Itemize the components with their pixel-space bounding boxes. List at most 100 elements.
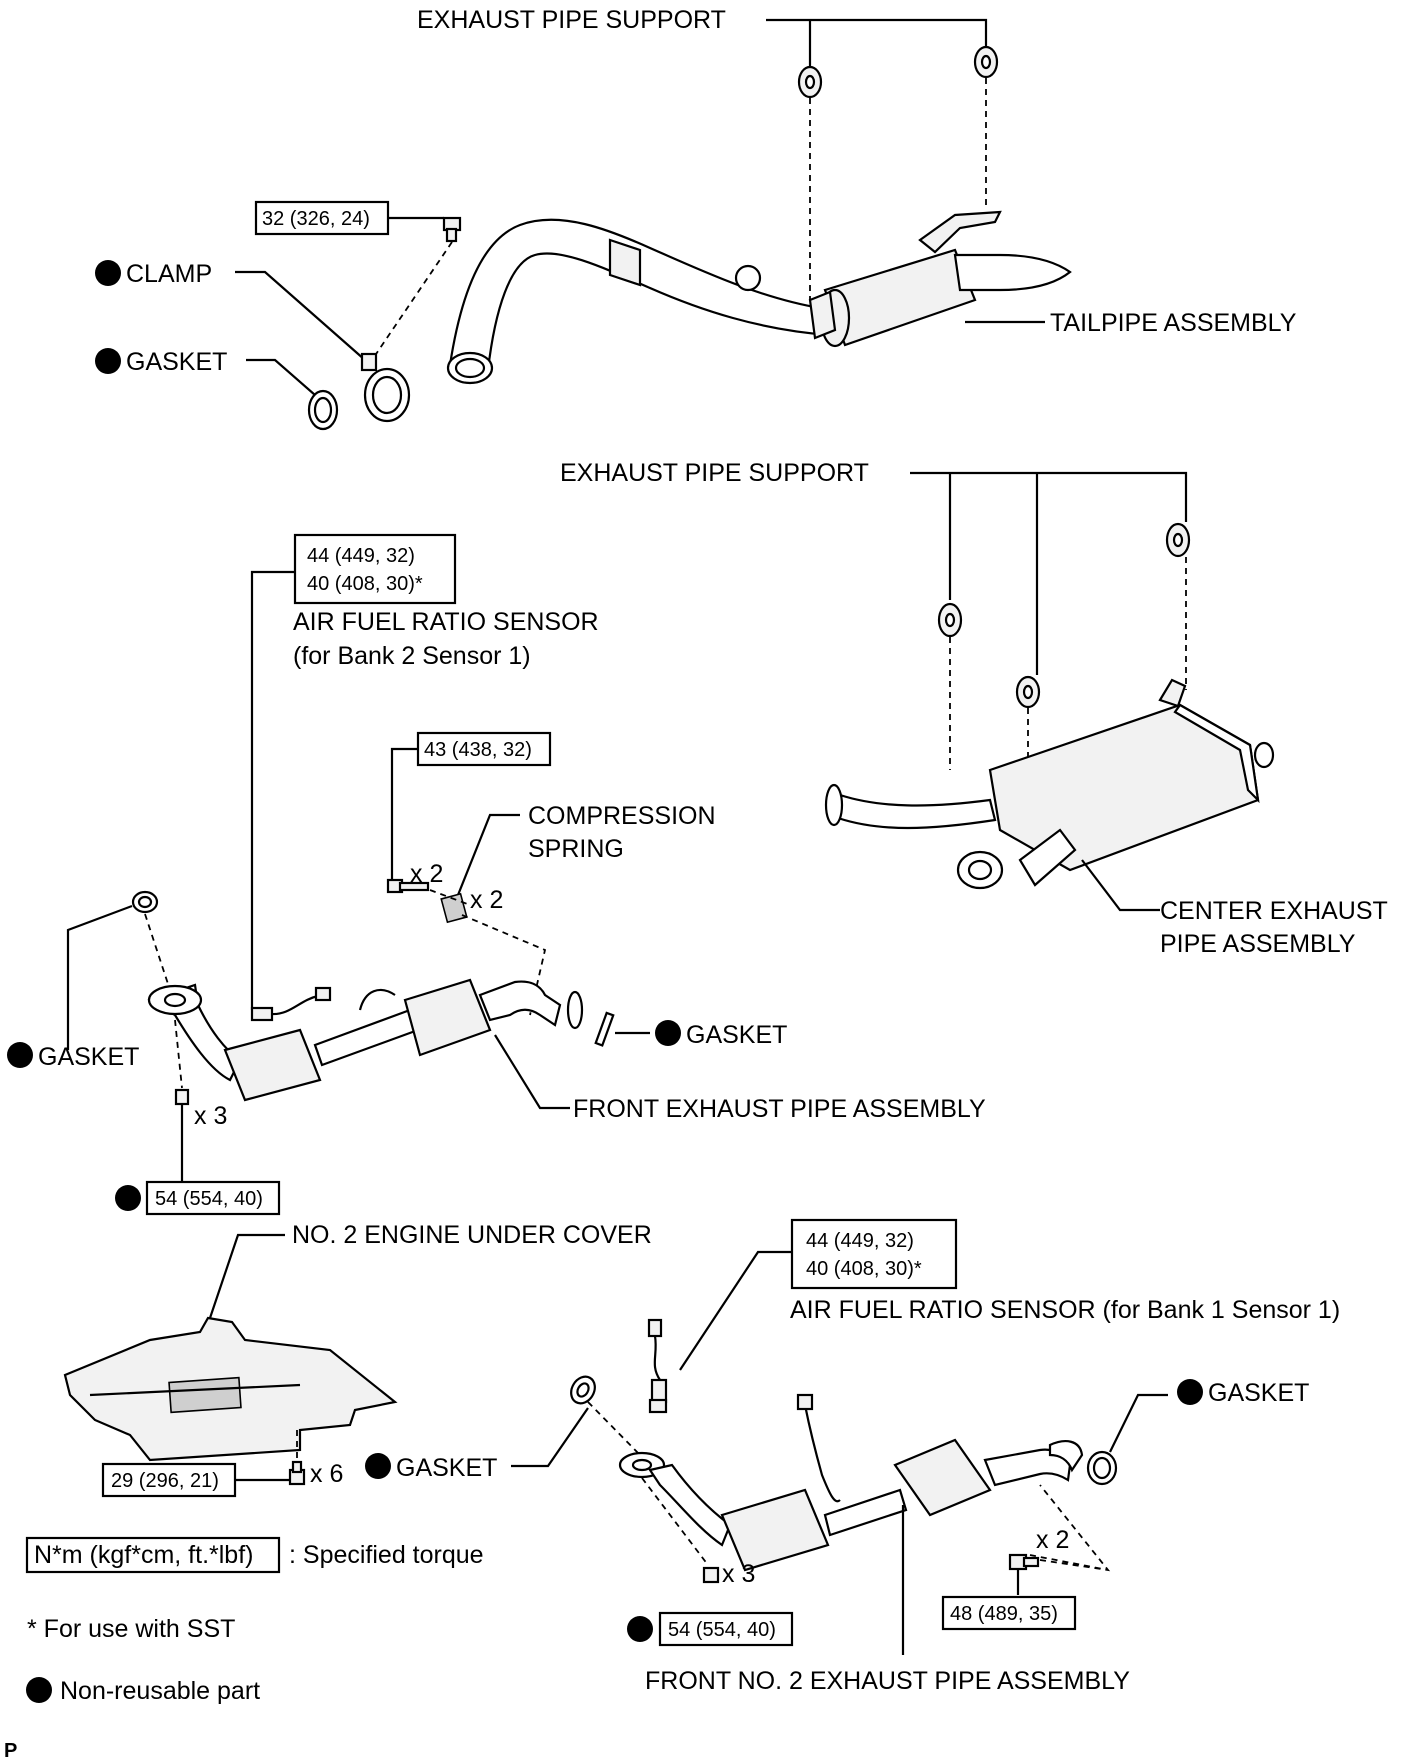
spring-label-1: COMPRESSION [528, 802, 716, 830]
front-no2-assembly-label: FRONT NO. 2 EXHAUST PIPE ASSEMBLY [645, 1667, 1130, 1695]
center-support-label: EXHAUST PIPE SUPPORT [560, 459, 869, 487]
front-no2-bolt-guides [1029, 1484, 1111, 1572]
tailpipe-gasket-leader [246, 358, 316, 396]
front-bolt-qty: x 2 [410, 860, 443, 888]
support-dashed-guides [809, 78, 987, 300]
front-no2-nut-torque: 54 (554, 40) [668, 1619, 776, 1641]
tailpipe-support-label: EXHAUST PIPE SUPPORT [417, 6, 726, 34]
front-right-gasket-label: GASKET [686, 1021, 787, 1049]
under-cover-label: NO. 2 ENGINE UNDER COVER [292, 1221, 652, 1249]
air-fuel-ratio-sensor-bank1 [647, 1318, 668, 1414]
torque-box-front-no2-bolt [941, 1595, 1077, 1631]
nonreusable-front-left-gasket-icon [7, 1042, 33, 1068]
front-exhaust-pipe-assembly [147, 978, 584, 1102]
front-no2-section: 44 (449, 32) 40 (408, 30)* AIR FUEL RATI… [365, 1218, 1340, 1695]
torque-box-under-cover [101, 1462, 237, 1498]
center-assembly-label-2: PIPE ASSEMBLY [1160, 930, 1356, 958]
torque-box-front-nut [145, 1180, 281, 1216]
legend-nonreusable-icon [26, 1677, 52, 1703]
under-cover-torque: 29 (296, 21) [111, 1470, 219, 1492]
center-exhaust-pipe-assembly [824, 678, 1275, 890]
legend: N*m (kgf*cm, ft.*lbf) : Specified torque… [4, 1536, 484, 1762]
tailpipe-gasket-label: GASKET [126, 348, 227, 376]
front-assembly-leader [494, 1034, 570, 1110]
center-assembly-leader [1081, 859, 1160, 912]
center-support-3 [1165, 522, 1191, 558]
air-fuel-ratio-sensor-bank2 [250, 986, 332, 1022]
sensor-bank2-label-1: AIR FUEL RATIO SENSOR [293, 608, 599, 636]
sensor-bank1-torque-2: 40 (408, 30)* [806, 1258, 922, 1280]
front-no2-bolt [1008, 1553, 1040, 1571]
center-support-2 [1015, 675, 1041, 709]
sensor-bank2-leader [250, 570, 295, 1010]
center-assembly-label-1: CENTER EXHAUST [1160, 897, 1388, 925]
front-no2-right-gasket-leader [1109, 1393, 1168, 1453]
tailpipe-gasket-part [307, 389, 339, 431]
tailpipe-assembly-label: TAILPIPE ASSEMBLY [1050, 309, 1297, 337]
tailpipe-section: EXHAUST PIPE SUPPORT 32 (326, 24) CLAMP … [95, 6, 1297, 431]
spring-leader [456, 813, 520, 896]
front-no2-nut [702, 1566, 720, 1584]
front-assembly-label: FRONT EXHAUST PIPE ASSEMBLY [573, 1095, 986, 1123]
front-no2-left-gasket-label: GASKET [396, 1454, 497, 1482]
under-cover-bolt [288, 1460, 306, 1486]
center-support-leader [910, 471, 1188, 675]
nonreusable-front-nut-icon [115, 1185, 141, 1211]
clamp-part [360, 352, 411, 423]
clamp-bolt [442, 216, 462, 243]
front-bolt-torque: 43 (438, 32) [424, 739, 532, 761]
front-bolt-leader [390, 747, 418, 880]
corner-code: P [4, 1740, 17, 1762]
front-no2-bolt-torque: 48 (489, 35) [950, 1603, 1058, 1625]
front-no2-left-gasket-part [570, 1375, 596, 1405]
front-right-gasket-part [594, 1011, 615, 1047]
nonreusable-front-no2-right-gasket-icon [1177, 1379, 1203, 1405]
nonreusable-gasket-icon [95, 348, 121, 374]
front-nut [174, 1088, 190, 1106]
engine-under-cover [63, 1316, 398, 1462]
front-left-gasket-label: GASKET [38, 1043, 139, 1071]
front-no2-left-gasket-guide [587, 1401, 641, 1456]
clamp-label: CLAMP [126, 260, 212, 288]
legend-torque-desc: : Specified torque [289, 1541, 484, 1569]
sensor-bank2-label-2: (for Bank 2 Sensor 1) [293, 642, 531, 670]
nonreusable-front-right-gasket-icon [655, 1020, 681, 1046]
front-no2-bolt-qty: x 2 [1036, 1526, 1069, 1554]
under-cover-qty: x 6 [310, 1460, 343, 1488]
tailpipe-assembly [446, 210, 1072, 385]
front-bolt [386, 878, 430, 894]
exhaust-pipe-support-2 [973, 45, 999, 79]
legend-nonreusable-label: Non-reusable part [60, 1677, 260, 1705]
front-no2-nut-guide [641, 1477, 709, 1566]
torque-box-front-no2-nut [658, 1611, 794, 1647]
front-nut-torque: 54 (554, 40) [155, 1188, 263, 1210]
front-section: 44 (449, 32) 40 (408, 30)* AIR FUEL RATI… [7, 533, 986, 1216]
torque-tailpipe: 32 (326, 24) [262, 208, 370, 230]
legend-sst-note: * For use with SST [27, 1615, 235, 1643]
front-nut-qty: x 3 [194, 1102, 227, 1130]
nonreusable-front-no2-left-gasket-icon [365, 1453, 391, 1479]
sensor-bank1-torque-1: 44 (449, 32) [806, 1230, 914, 1252]
center-support-1 [937, 602, 963, 638]
front-left-gasket-guide [144, 913, 171, 991]
front-no2-nut-qty: x 3 [722, 1560, 755, 1588]
spring-qty: x 2 [470, 886, 503, 914]
compression-spring [440, 892, 468, 924]
torque-box-tailpipe [254, 200, 390, 236]
clamp-leader [235, 270, 366, 361]
tailpipe-support-leader [766, 18, 988, 68]
sensor-bank2-torque-1: 44 (449, 32) [307, 545, 415, 567]
under-cover-section: NO. 2 ENGINE UNDER COVER x 6 29 (296, 21… [63, 1221, 652, 1498]
sensor-bank1-label: AIR FUEL RATIO SENSOR (for Bank 1 Sensor… [790, 1296, 1340, 1324]
front-left-gasket-part [131, 890, 159, 914]
nonreusable-front-no2-nut-icon [627, 1616, 653, 1642]
legend-torque-box [25, 1536, 281, 1574]
front-no2-right-gasket-label: GASKET [1208, 1379, 1309, 1407]
front-nut-guide [174, 1019, 183, 1089]
center-section: EXHAUST PIPE SUPPORT CENTER EXHAUST [560, 459, 1388, 958]
center-support-guides [949, 557, 1187, 800]
spring-label-2: SPRING [528, 835, 624, 863]
sensor-bank1-leader [679, 1250, 792, 1371]
sensor-bank2-torque-2: 40 (408, 30)* [307, 573, 423, 595]
